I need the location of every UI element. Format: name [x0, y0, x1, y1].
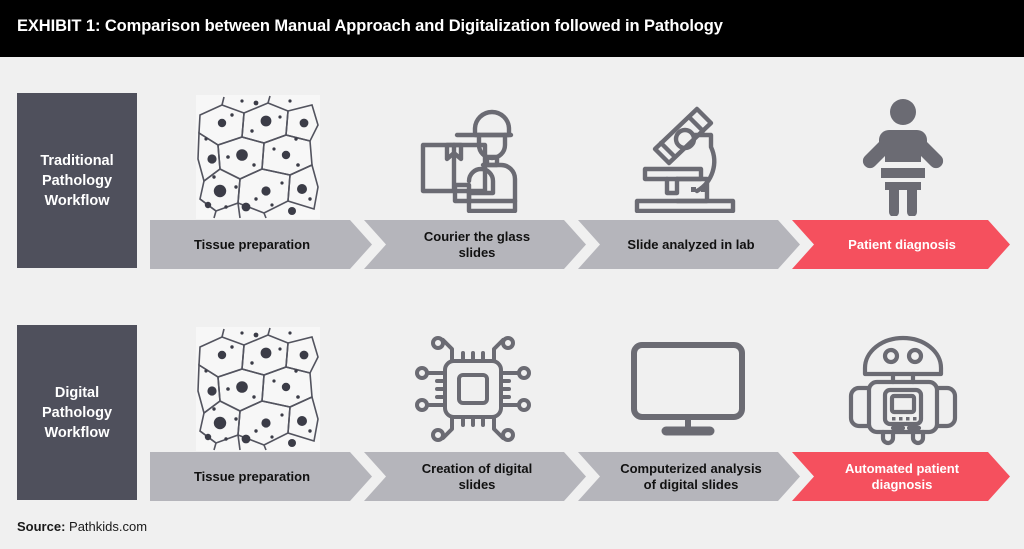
icon-cell-tissue [150, 325, 365, 453]
row-label-digital: Digital Pathology Workflow [17, 325, 137, 500]
row-label-text: Traditional Pathology Workflow [40, 152, 114, 209]
workflow-step-4-highlight[interactable]: Automated patient diagnosis [792, 452, 1010, 501]
chevron-bar-digital: Tissue preparation Creation of digital s… [150, 452, 1010, 501]
page-title: EXHIBIT 1: Comparison between Manual App… [17, 17, 723, 35]
source-value: Pathkids.com [69, 519, 148, 534]
row-label-traditional: Traditional Pathology Workflow [17, 93, 137, 268]
icon-cell-patient [795, 93, 1010, 221]
workflow-step-label: Automated patient diagnosis [844, 460, 960, 492]
icon-cell-monitor [580, 325, 795, 453]
source-label: Source: [17, 519, 66, 534]
workflow-step-1[interactable]: Tissue preparation [150, 452, 372, 501]
tissue-cells-icon [195, 95, 320, 219]
workflow-step-label: Tissue preparation [193, 236, 311, 252]
monitor-screen-icon [628, 339, 748, 439]
workflow-step-2[interactable]: Courier the glass slides [364, 220, 586, 269]
workflow-row-traditional: Traditional Pathology Workflow [0, 93, 1024, 285]
workflow-step-label: Courier the glass slides [423, 228, 531, 260]
footer-bar: Source: Pathkids.com [0, 505, 1024, 549]
workflow-step-3[interactable]: Slide analyzed in lab [578, 220, 800, 269]
icon-cell-robot [795, 325, 1010, 453]
tissue-cells-icon [195, 327, 320, 451]
workflow-step-label: Computerized analysis of digital slides [620, 460, 762, 492]
header-bar: EXHIBIT 1: Comparison between Manual App… [0, 0, 1024, 57]
workflow-step-3[interactable]: Computerized analysis of digital slides [578, 452, 800, 501]
icon-cell-courier [365, 93, 580, 221]
icon-cell-microscope [580, 93, 795, 221]
icon-strip-digital [150, 325, 1010, 453]
workflow-step-1[interactable]: Tissue preparation [150, 220, 372, 269]
chevron-bar-traditional: Tissue preparation Courier the glass sli… [150, 220, 1010, 269]
workflow-step-label: Creation of digital slides [421, 460, 533, 492]
courier-delivery-person-icon [413, 101, 533, 213]
patient-person-icon [851, 98, 955, 216]
microchip-cpu-icon [414, 332, 532, 446]
workflow-step-2[interactable]: Creation of digital slides [364, 452, 586, 501]
icon-strip-traditional [150, 93, 1010, 221]
source-note: Source: Pathkids.com [17, 519, 147, 534]
workflow-step-label: Slide analyzed in lab [627, 236, 755, 252]
workflow-step-4-highlight[interactable]: Patient diagnosis [792, 220, 1010, 269]
workflow-step-label: Tissue preparation [193, 468, 311, 484]
workflow-row-digital: Digital Pathology Workflow [0, 325, 1024, 517]
icon-cell-tissue [150, 93, 365, 221]
workflow-step-label: Patient diagnosis [848, 236, 956, 252]
robot-icon [843, 330, 963, 448]
microscope-icon [629, 101, 747, 213]
icon-cell-chip [365, 325, 580, 453]
row-label-text: Digital Pathology Workflow [41, 384, 113, 441]
